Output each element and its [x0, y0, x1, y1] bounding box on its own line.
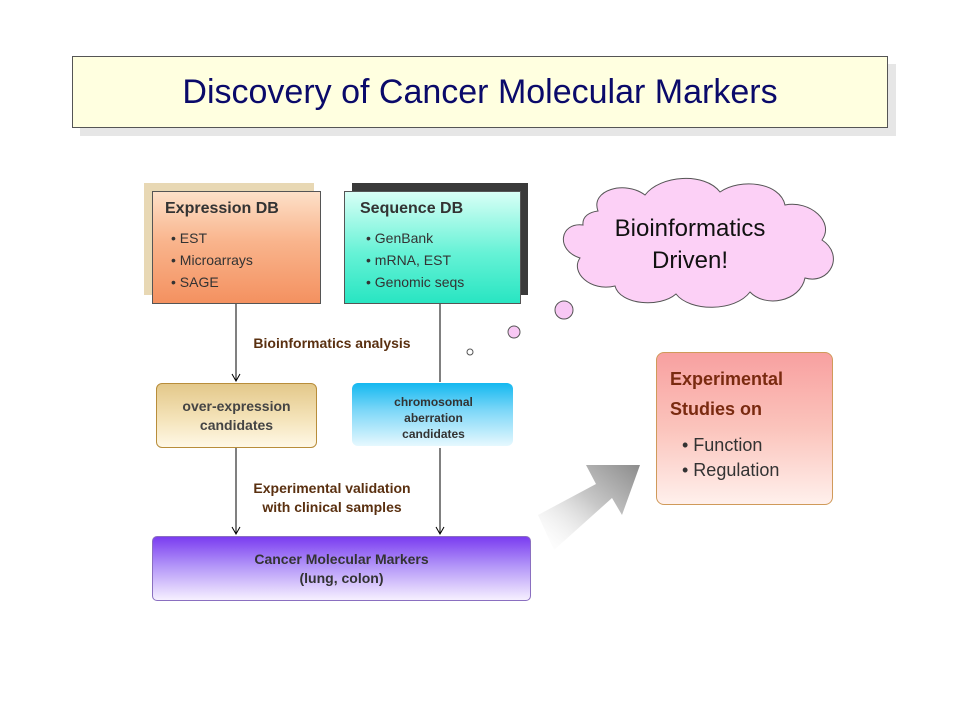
chromosomal-line-2: aberration: [404, 411, 463, 425]
experimental-studies-box: [656, 352, 833, 505]
experimental-title-line-1: Experimental: [670, 369, 784, 389]
expression-db-box: Expression DB • EST • Microarrays • SAGE: [152, 191, 321, 304]
thought-cloud: [562, 178, 834, 308]
experimental-studies-list: • Function • Regulation: [682, 433, 822, 483]
markers-text: Cancer Molecular Markers (lung, colon): [152, 550, 531, 588]
overexpression-line-2: candidates: [199, 417, 274, 433]
chromosomal-box: [352, 383, 513, 446]
overexpression-text: over-expression candidates: [156, 397, 317, 435]
markers-line-1: Cancer Molecular Markers: [254, 551, 429, 567]
chromosomal-line-3: candidates: [402, 427, 465, 441]
chromosomal-text: chromosomal aberration candidates: [352, 394, 515, 442]
sequence-db-title: Sequence DB: [360, 200, 464, 217]
list-item: • SAGE: [171, 274, 219, 290]
list-item: • Function: [682, 435, 763, 455]
thought-bubble-small: [466, 348, 474, 356]
big-arrow-icon: [538, 465, 640, 550]
list-item: • Microarrays: [171, 252, 253, 268]
sequence-db-list: • GenBank • mRNA, EST • Genomic seqs: [366, 227, 464, 293]
validation-line-1: Experimental validation: [253, 480, 411, 496]
slide-title: Discovery of Cancer Molecular Markers: [182, 73, 778, 111]
analysis-label: Bioinformatics analysis: [253, 335, 411, 351]
markers-box: [152, 536, 531, 601]
cloud-text: Bioinformatics Driven!: [575, 213, 805, 277]
list-item: • GenBank: [366, 230, 434, 246]
list-item: • Genomic seqs: [366, 274, 465, 290]
expression-db-title: Expression DB: [165, 200, 279, 217]
thought-bubble-large: [554, 300, 574, 320]
experimental-title-line-2: Studies on: [670, 399, 763, 419]
chromosomal-line-1: chromosomal: [394, 395, 473, 409]
cloud-line-1: Bioinformatics: [614, 215, 766, 242]
list-item: • Regulation: [682, 460, 780, 480]
cloud-line-2: Driven!: [651, 247, 729, 274]
validation-label: Experimental validation with clinical sa…: [232, 479, 432, 517]
markers-line-2: (lung, colon): [299, 570, 384, 586]
experimental-studies-title: Experimental Studies on: [670, 364, 830, 424]
sequence-db-box: Sequence DB • GenBank • mRNA, EST • Geno…: [344, 191, 521, 304]
overexpression-line-1: over-expression: [182, 398, 291, 414]
validation-line-2: with clinical samples: [262, 499, 402, 515]
title-box: [72, 56, 888, 128]
thought-bubble-medium: [507, 325, 521, 339]
overexpression-box: [156, 383, 317, 448]
list-item: • EST: [171, 230, 208, 246]
list-item: • mRNA, EST: [366, 252, 452, 268]
expression-db-list: • EST • Microarrays • SAGE: [171, 227, 253, 293]
